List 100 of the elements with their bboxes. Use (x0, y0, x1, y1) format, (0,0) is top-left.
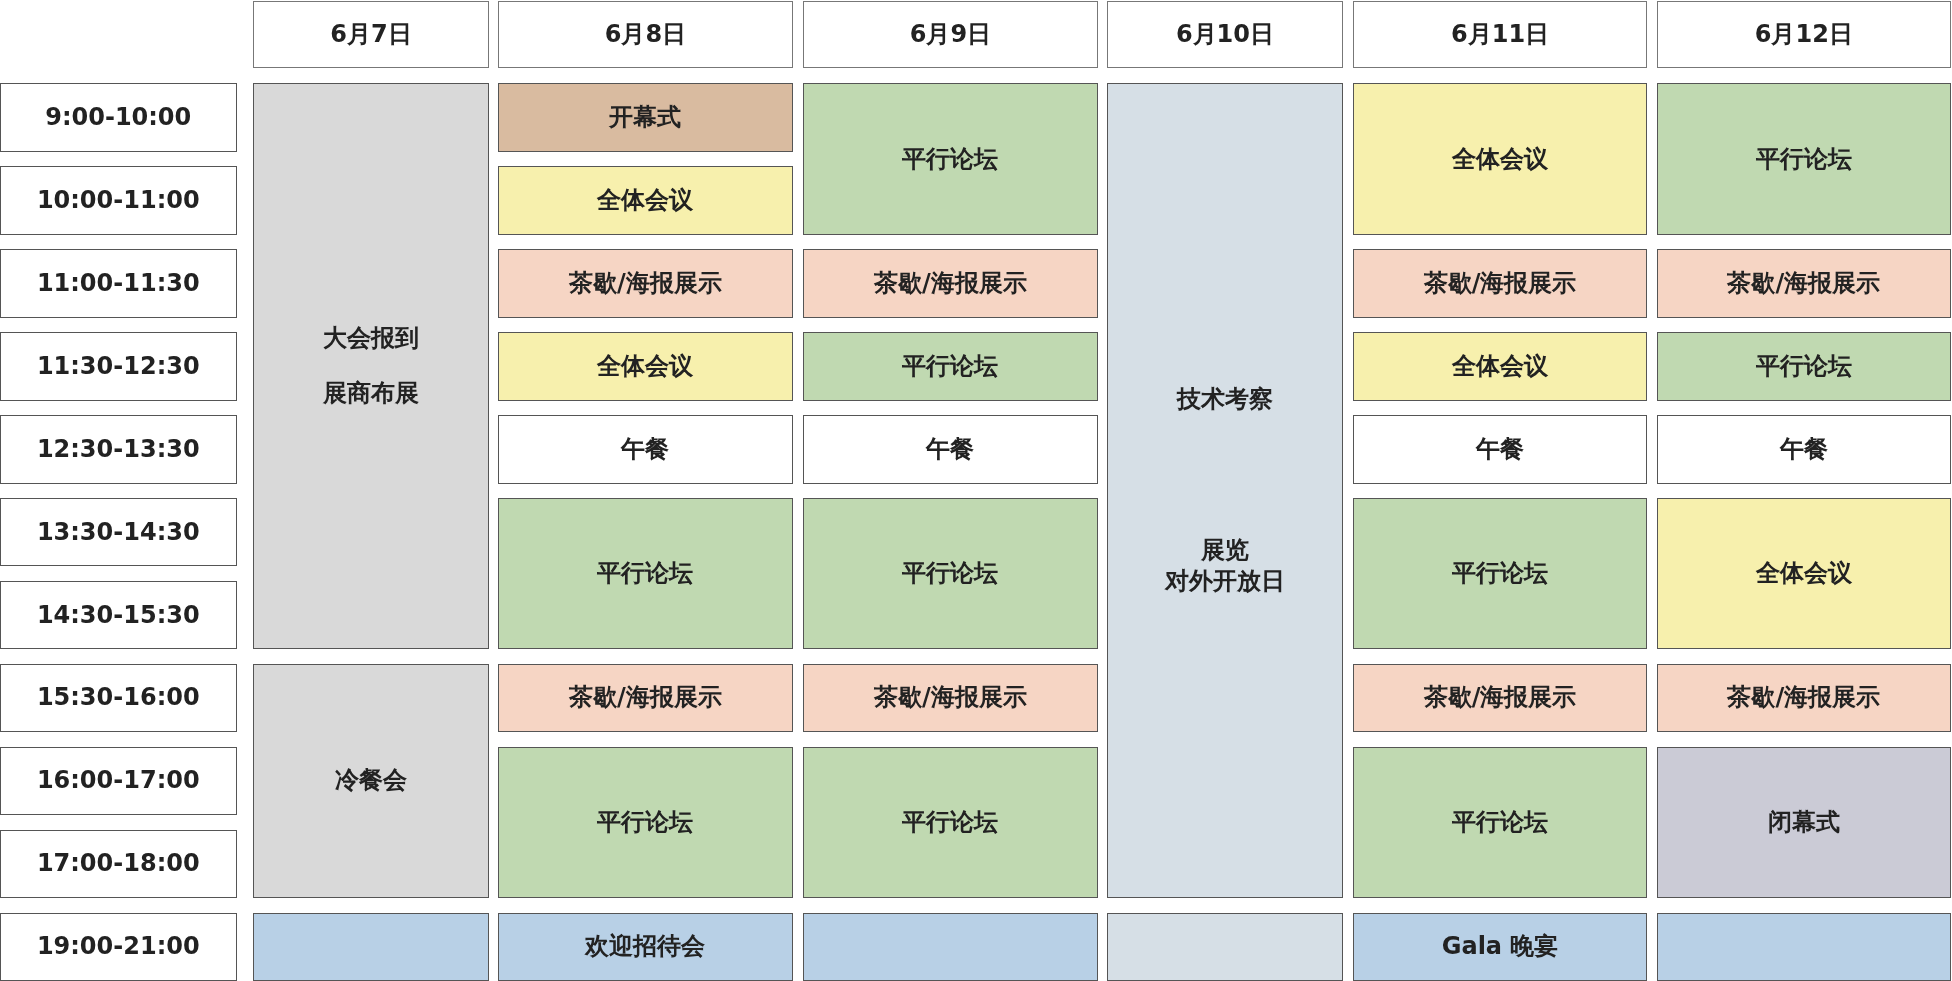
time-slot (0, 415, 237, 484)
date-header (1656, 1, 1951, 69)
session-block (802, 83, 1098, 235)
empty-slot (252, 912, 490, 981)
session-block (1656, 83, 1951, 235)
session-title: 闭幕式 (1767, 806, 1840, 838)
date-header (802, 1, 1098, 69)
session-block (1353, 83, 1647, 235)
time-label: 11:30-12:30 (36, 350, 200, 382)
time-label: 15:30-16:00 (36, 682, 200, 714)
date-label: 6月9日 (909, 19, 992, 51)
session-title: 展览 (1200, 535, 1249, 567)
empty-slot (1656, 912, 1951, 981)
session-title: 午餐 (1476, 433, 1525, 465)
session-block (497, 746, 793, 899)
session-block (1656, 249, 1951, 318)
session-title: 对外开放日 (1164, 566, 1285, 598)
time-label: 12:30-13:30 (36, 433, 200, 465)
session-block (1656, 663, 1951, 733)
session-block (497, 663, 793, 733)
session-title: 平行论坛 (1755, 143, 1852, 175)
date-label: 6月8日 (604, 19, 687, 51)
session-block (497, 415, 793, 484)
time-label: 16:00-17:00 (36, 765, 200, 797)
session-title: 技术考察 (1176, 383, 1273, 415)
session-block (1353, 746, 1647, 899)
date-header (497, 1, 793, 69)
session-title: 全体会议 (1452, 143, 1549, 175)
session-title: 平行论坛 (597, 806, 694, 838)
session-title: 午餐 (621, 433, 670, 465)
session-title: 茶歇/海报展示 (1423, 682, 1577, 714)
session-block (497, 912, 793, 981)
session-title: 茶歇/海报展示 (1423, 267, 1577, 299)
session-block (1656, 415, 1951, 484)
session-block (497, 249, 793, 318)
time-label: 10:00-11:00 (36, 184, 200, 216)
time-label: 11:00-11:30 (36, 267, 200, 299)
date-header (1106, 1, 1344, 69)
session-block (1353, 663, 1647, 733)
session-block (802, 249, 1098, 318)
date-label: 6月10日 (1175, 19, 1274, 51)
session-block (1353, 497, 1647, 650)
session-block (1656, 497, 1951, 650)
time-slot (0, 829, 237, 899)
session-title: 平行论坛 (902, 350, 999, 382)
session-block (1656, 332, 1951, 401)
session-title: 茶歇/海报展示 (1727, 267, 1881, 299)
session-block (1353, 332, 1647, 401)
date-label: 6月11日 (1451, 19, 1550, 51)
time-label: 13:30-14:30 (36, 516, 200, 548)
empty-slot (1106, 912, 1344, 981)
session-block (802, 746, 1098, 899)
session-block (1353, 415, 1647, 484)
session-title: 平行论坛 (1452, 806, 1549, 838)
session-block (802, 332, 1098, 401)
time-label: 19:00-21:00 (36, 931, 200, 963)
session-title: 茶歇/海报展示 (874, 682, 1027, 714)
session-title: 平行论坛 (902, 558, 999, 590)
session-block (1656, 746, 1951, 899)
date-header (252, 1, 490, 69)
session-block (497, 332, 793, 401)
session-block (497, 497, 793, 650)
session-title: 平行论坛 (902, 806, 999, 838)
session-title: 午餐 (1779, 433, 1828, 465)
session-title: 茶歇/海报展示 (874, 267, 1027, 299)
session-block (497, 166, 793, 235)
session-title: 茶歇/海报展示 (569, 267, 722, 299)
session-title: Gala 晚宴 (1441, 931, 1559, 963)
session-title: 展商布展 (322, 378, 419, 410)
date-label: 6月12日 (1754, 19, 1853, 51)
time-slot (0, 580, 237, 650)
session-block (252, 663, 490, 899)
session-title: 全体会议 (1755, 558, 1852, 590)
session-title: 午餐 (926, 433, 975, 465)
time-slot (0, 249, 237, 318)
session-title: 全体会议 (597, 184, 694, 216)
session-block (1353, 912, 1647, 981)
session-block (1106, 83, 1344, 899)
session-title: 平行论坛 (902, 143, 999, 175)
time-slot (0, 912, 237, 981)
time-label: 9:00-10:00 (45, 102, 192, 134)
time-slot (0, 746, 237, 816)
session-block (802, 663, 1098, 733)
time-label: 14:30-15:30 (36, 599, 200, 631)
session-block (802, 415, 1098, 484)
empty-slot (802, 912, 1098, 981)
session-title: 全体会议 (597, 350, 694, 382)
session-title: 开幕式 (609, 102, 682, 134)
session-block (802, 497, 1098, 650)
session-title: 冷餐会 (334, 765, 407, 797)
session-title: 平行论坛 (1755, 350, 1852, 382)
time-slot (0, 332, 237, 401)
session-title: 欢迎招待会 (585, 931, 706, 963)
time-slot (0, 497, 237, 567)
time-label: 17:00-18:00 (36, 848, 200, 880)
time-slot (0, 83, 237, 152)
session-title: 茶歇/海报展示 (569, 682, 722, 714)
session-title: 大会报到 (322, 323, 419, 355)
session-block (1353, 249, 1647, 318)
date-header (1353, 1, 1647, 69)
